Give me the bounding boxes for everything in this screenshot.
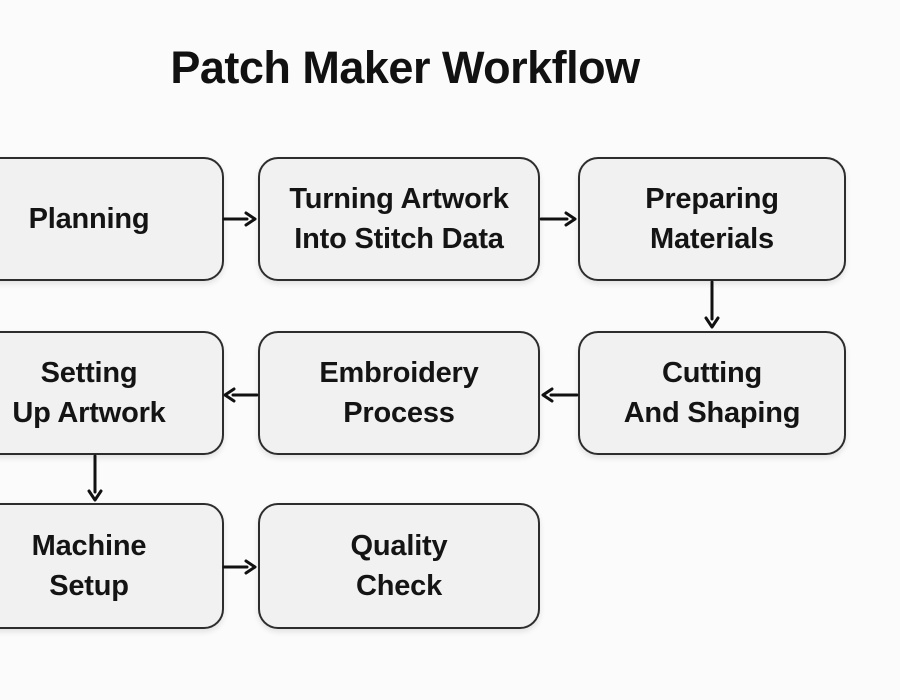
edge-planning-to-turning-artwork: [222, 211, 257, 227]
node-label-line: Into Stitch Data: [294, 223, 504, 255]
node-label-line: And Shaping: [623, 397, 801, 429]
node-label-line: Up Artwork: [12, 397, 166, 429]
node-label-line: Preparing: [645, 183, 779, 215]
arrowhead-down-icon: [704, 316, 720, 329]
arrowhead-left-icon: [541, 387, 554, 403]
flow-node-planning: Planning: [0, 157, 224, 281]
edge-preparing-materials-to-cutting-and-shaping: [704, 280, 720, 329]
arrowhead-left-icon: [223, 387, 236, 403]
node-label-line: Machine: [31, 530, 147, 562]
edge-turning-artwork-to-preparing-materials: [539, 211, 577, 227]
node-label-line: Quality: [350, 530, 448, 562]
flow-node-embroidery-process: Embroidery Process: [258, 331, 540, 455]
flow-node-machine-setup: Machine Setup: [0, 503, 224, 629]
node-label-line: Materials: [650, 223, 774, 255]
flow-node-setting-up-artwork: Setting Up Artwork: [0, 331, 224, 455]
arrowhead-down-icon: [87, 489, 103, 502]
flow-node-turning-artwork: Turning Artwork Into Stitch Data: [258, 157, 540, 281]
node-label-line: Cutting: [661, 357, 763, 389]
node-label-line: Process: [343, 397, 455, 429]
node-label-line: Setting: [40, 357, 138, 389]
edge-cutting-and-shaping-to-embroidery-process: [541, 387, 579, 403]
page-title: Patch Maker Workflow: [170, 42, 640, 93]
flow-node-cutting-and-shaping: Cutting And Shaping: [578, 331, 846, 455]
node-label-line: Setup: [49, 570, 129, 602]
arrowhead-right-icon: [564, 211, 577, 227]
node-label-line: Turning Artwork: [289, 183, 509, 215]
node-label-line: Planning: [28, 203, 150, 235]
flow-node-quality-check: Quality Check: [258, 503, 540, 629]
edge-machine-setup-to-quality-check: [222, 559, 257, 575]
node-label-line: Embroidery: [319, 357, 479, 389]
arrowhead-right-icon: [244, 559, 257, 575]
node-label-line: Check: [355, 570, 443, 602]
arrowhead-right-icon: [244, 211, 257, 227]
edge-embroidery-process-to-setting-up-artwork: [223, 387, 259, 403]
edge-setting-up-artwork-to-machine-setup: [87, 454, 103, 502]
flow-node-preparing-materials: Preparing Materials: [578, 157, 846, 281]
